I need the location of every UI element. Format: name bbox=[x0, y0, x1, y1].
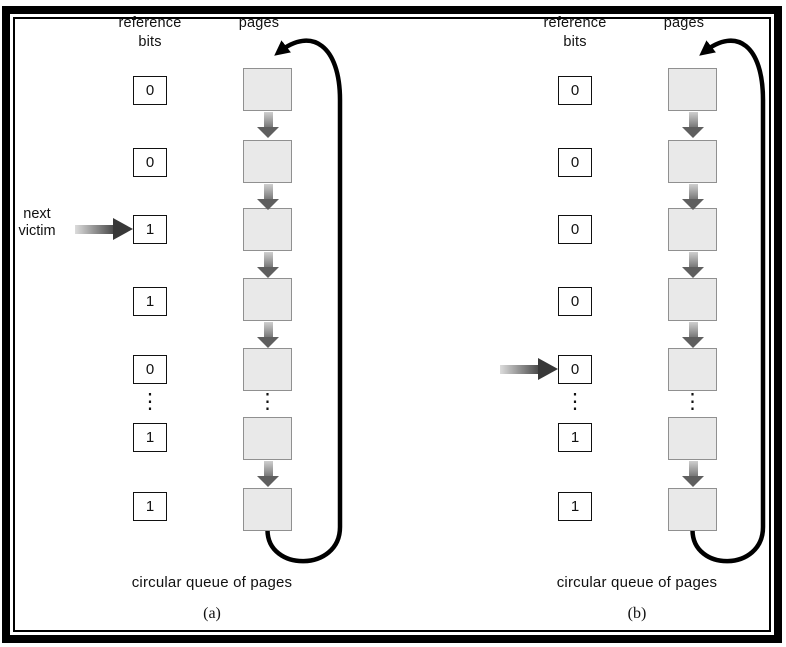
reference-bits-header-line1: reference bbox=[543, 15, 607, 31]
page-box bbox=[243, 278, 292, 321]
page-box bbox=[668, 140, 717, 183]
down-arrow-icon bbox=[682, 461, 704, 487]
page-box bbox=[668, 488, 717, 531]
bit-box: 1 bbox=[133, 492, 167, 521]
pages-header: pages bbox=[238, 15, 280, 31]
circular-queue-caption: circular queue of pages bbox=[556, 574, 718, 591]
bit-box: 0 bbox=[558, 215, 592, 244]
reference-bits-header-line2: bits bbox=[563, 34, 587, 50]
bit-box: 1 bbox=[558, 423, 592, 452]
page-box bbox=[668, 348, 717, 391]
down-arrow-icon bbox=[682, 252, 704, 278]
next-victim-label: next victim bbox=[6, 206, 68, 239]
panel-a: reference bits pages 0 0 1 1 0 ⋮ 1 1 ⋮ n… bbox=[0, 0, 370, 647]
next-victim-arrow-icon bbox=[500, 358, 558, 380]
vertical-ellipsis-icon: ⋮ bbox=[257, 390, 278, 413]
down-arrow-icon bbox=[257, 112, 279, 138]
down-arrow-icon bbox=[257, 252, 279, 278]
next-victim-arrow-icon bbox=[75, 218, 133, 240]
circular-loop-arrow bbox=[690, 38, 766, 564]
bit-box: 0 bbox=[133, 355, 167, 384]
bit-box: 0 bbox=[558, 355, 592, 384]
down-arrow-icon bbox=[682, 112, 704, 138]
panel-label-b: (b) bbox=[627, 605, 647, 622]
down-arrow-icon bbox=[682, 184, 704, 210]
vertical-ellipsis-icon: ⋮ bbox=[564, 390, 586, 413]
page-box bbox=[668, 278, 717, 321]
page-box bbox=[243, 208, 292, 251]
reference-bits-header: reference bits bbox=[90, 14, 210, 52]
page-box bbox=[243, 68, 292, 111]
page-box bbox=[668, 417, 717, 460]
down-arrow-icon bbox=[682, 322, 704, 348]
bit-box: 0 bbox=[558, 148, 592, 177]
bit-box: 1 bbox=[133, 423, 167, 452]
reference-bits-header-line2: bits bbox=[138, 34, 162, 50]
next-victim-label-line2: victim bbox=[18, 222, 56, 239]
reference-bits-header: reference bits bbox=[515, 14, 635, 52]
page-box bbox=[243, 488, 292, 531]
bit-box: 1 bbox=[558, 492, 592, 521]
bit-box: 0 bbox=[558, 287, 592, 316]
page-box bbox=[243, 348, 292, 391]
bit-box: 0 bbox=[133, 76, 167, 105]
vertical-ellipsis-icon: ⋮ bbox=[682, 390, 703, 413]
page-box bbox=[243, 417, 292, 460]
bit-box: 0 bbox=[558, 76, 592, 105]
down-arrow-icon bbox=[257, 184, 279, 210]
bit-box: 1 bbox=[133, 215, 167, 244]
page-box bbox=[668, 208, 717, 251]
pages-header: pages bbox=[663, 15, 705, 31]
reference-bits-header-line1: reference bbox=[118, 15, 182, 31]
circular-loop-arrow bbox=[265, 38, 343, 564]
down-arrow-icon bbox=[257, 322, 279, 348]
bit-box: 0 bbox=[133, 148, 167, 177]
page-box bbox=[243, 140, 292, 183]
next-victim-label-line1: next bbox=[23, 206, 51, 222]
panel-label-a: (a) bbox=[203, 605, 221, 622]
circular-queue-caption: circular queue of pages bbox=[131, 574, 293, 591]
inner-frame bbox=[13, 17, 771, 632]
down-arrow-icon bbox=[257, 461, 279, 487]
outer-frame bbox=[2, 6, 782, 643]
panel-b: reference bits pages 0 0 0 0 0 ⋮ 1 1 ⋮ c… bbox=[425, 0, 786, 647]
bit-box: 1 bbox=[133, 287, 167, 316]
page-box bbox=[668, 68, 717, 111]
vertical-ellipsis-icon: ⋮ bbox=[139, 390, 161, 413]
